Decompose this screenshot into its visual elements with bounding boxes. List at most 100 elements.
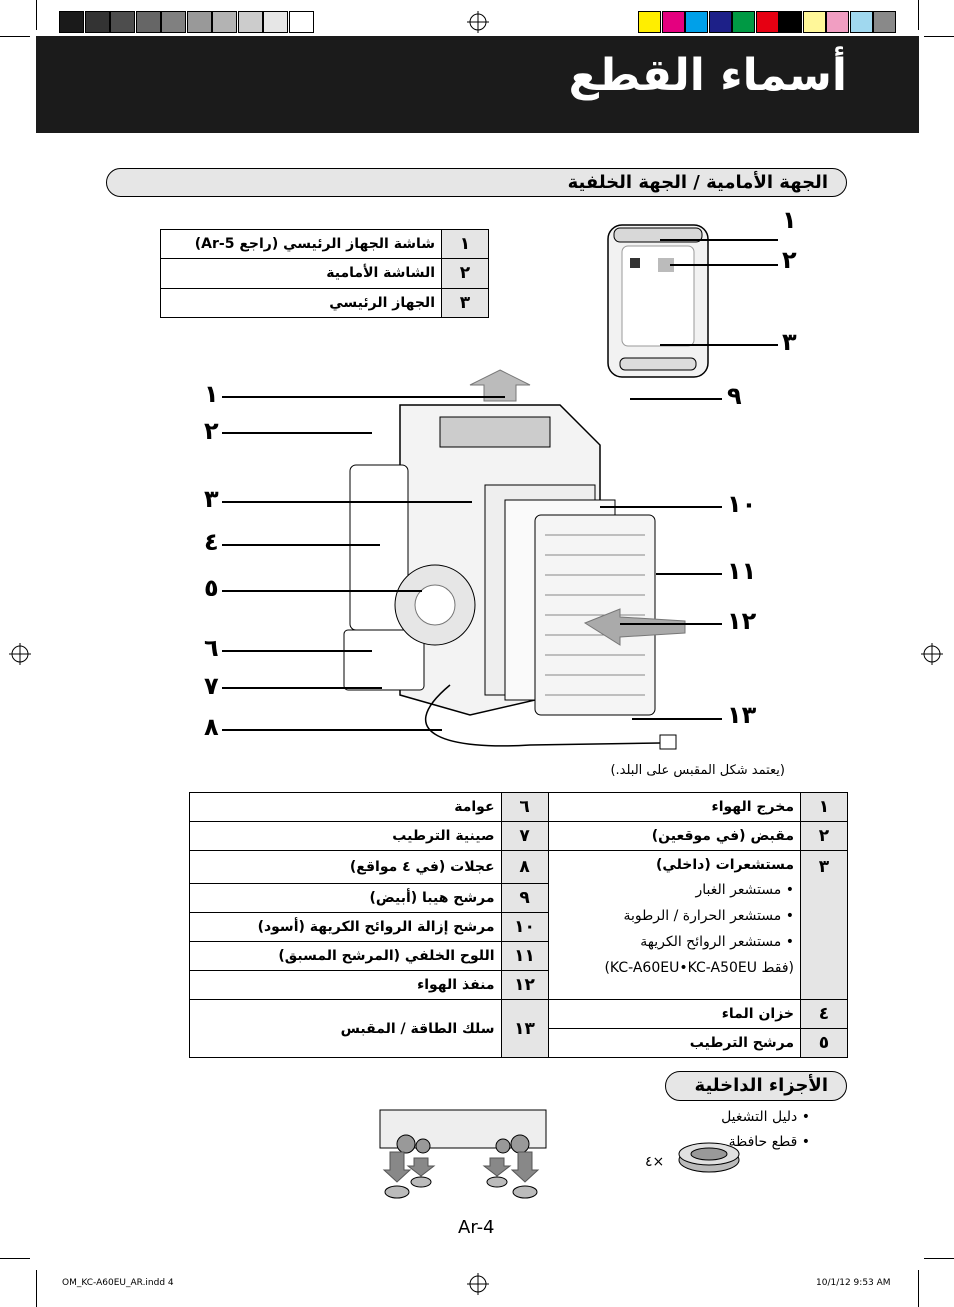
part-label: مستشعرات (داخلي) <box>656 857 794 873</box>
part-number: ٤ <box>800 999 848 1029</box>
callout-number: ١١ <box>727 557 757 585</box>
part-label: اللوح الخلفي (المرشح المسبق) <box>189 941 502 971</box>
front-part-number: ٣ <box>441 287 489 319</box>
part-number: ٩ <box>500 883 549 913</box>
part-label: عوامة <box>189 792 502 822</box>
part-number: ٨ <box>500 850 549 884</box>
gray-swatch <box>110 11 135 33</box>
part-number: ١٢ <box>500 970 549 1000</box>
color-swatch <box>638 11 661 33</box>
part-number: ٧ <box>500 821 549 851</box>
table-row: مرشح هيبا (أبيض) ٩ <box>189 883 848 913</box>
callout-number: ٥ <box>204 574 219 602</box>
gray-swatch <box>135 11 161 33</box>
gray-swatch <box>237 11 263 33</box>
plug-shape-note: (يعتمد شكل المقبس على البلد.) <box>610 763 785 778</box>
gray-swatch <box>161 11 186 33</box>
page-title: أسماء القطع <box>568 50 847 101</box>
part-number: ١١ <box>500 941 549 971</box>
part-label: مقبض (في موقعين) <box>547 821 802 851</box>
callout-number: ٦ <box>204 634 219 662</box>
part-label: صينية الترطيب <box>189 821 502 851</box>
color-swatch <box>732 11 755 33</box>
part-label: مرشح إزالة الروائح الكريهة (أسود) <box>189 912 502 942</box>
gray-swatch <box>212 11 237 33</box>
color-swatch <box>826 11 849 33</box>
sensor-item: • مستشعر الغبار <box>695 882 795 898</box>
section-heading-accessories: الأجزاء الداخلية <box>665 1071 847 1101</box>
table-row: الشاشة الأمامية ٢ <box>160 258 489 289</box>
table-row: سلك الطاقة / المقبس ١٣ خزان الماء ٤ <box>189 999 848 1058</box>
part-label: منفذ الهواء <box>189 970 502 1000</box>
table-row: عجلات (في ٤ مواقع) ٨ مستشعرات (داخلي) • … <box>189 850 848 1000</box>
part-label: خزان الماء <box>547 999 802 1029</box>
parts-table: عوامة ٦ مخرج الهواء ١ صينية الترطيب ٧ مق… <box>189 792 848 1058</box>
callout-number: ١٣ <box>727 701 757 729</box>
accessory-quantity: ٤× <box>645 1154 665 1170</box>
callout-number: ١٠ <box>727 490 757 518</box>
color-swatch <box>755 11 779 33</box>
table-row: عوامة ٦ مخرج الهواء ١ <box>189 792 848 822</box>
title-banner: أسماء القطع <box>36 36 919 133</box>
front-parts-table: شاشة الجهاز الرئيسي (راجع Ar-5) ١ الشاشة… <box>160 228 489 319</box>
part-label: عجلات (في ٤ مواقع) <box>189 850 502 884</box>
table-row: منفذ الهواء ١٢ <box>189 970 848 1000</box>
callout-number: ٣ <box>782 328 797 356</box>
part-number: ١٣ <box>500 999 549 1058</box>
part-number: ٦ <box>500 792 549 822</box>
color-swatch <box>708 11 732 33</box>
callout-number: ٢ <box>204 417 219 445</box>
sensors-cell: مستشعرات (داخلي) • مستشعر الغبار • مستشع… <box>547 850 802 1000</box>
front-part-number: ٢ <box>441 258 489 289</box>
gray-swatch <box>263 11 288 33</box>
callout-number: ٩ <box>727 382 742 410</box>
registration-mark-icon <box>467 1273 489 1295</box>
caster-cap-installation-illustration <box>379 1109 547 1199</box>
callout-number: ١ <box>782 206 797 234</box>
color-swatch <box>661 11 685 33</box>
callout-number: ٧ <box>204 672 219 700</box>
color-swatch <box>779 11 802 33</box>
part-number: ١ <box>800 792 848 822</box>
callout-number: ٢ <box>782 246 797 274</box>
table-row: صينية الترطيب ٧ مقبض (في موقعين) ٢ <box>189 821 848 851</box>
exploded-view-illustration <box>343 369 686 750</box>
section-heading-text: الأجزاء الداخلية <box>694 1075 828 1096</box>
front-part-number: ١ <box>441 228 489 260</box>
part-label: مرشح الترطيب <box>547 1028 802 1058</box>
footer-date: 10/1/12 9:53 AM <box>816 1278 891 1288</box>
callout-number: ٤ <box>204 528 219 556</box>
table-row: مرشح الترطيب ٥ <box>190 1028 848 1058</box>
callout-number: ٣ <box>204 485 219 513</box>
gray-swatch <box>288 11 314 33</box>
gray-swatch <box>84 11 110 33</box>
table-row: الجهاز الرئيسي ٣ <box>160 287 489 319</box>
page-number: Ar-4 <box>458 1217 495 1238</box>
part-number: ٢ <box>800 821 848 851</box>
part-label: مخرج الهواء <box>547 792 802 822</box>
section-heading-front-back: الجهة الأمامية / الجهة الخلفية <box>106 168 847 197</box>
callout-number: ١٢ <box>727 607 757 635</box>
sensor-item: • مستشعر الروائح الكريهة <box>640 934 794 950</box>
gray-swatch <box>59 11 84 33</box>
part-label: مرشح هيبا (أبيض) <box>189 883 502 913</box>
section-heading-text: الجهة الأمامية / الجهة الخلفية <box>567 172 828 193</box>
front-part-label: الجهاز الرئيسي <box>160 287 442 319</box>
registration-mark-icon <box>9 643 31 665</box>
table-row: اللوح الخلفي (المرشح المسبق) ١١ <box>189 941 848 971</box>
accessory-item: • قطع حافظة <box>728 1134 810 1150</box>
part-label: سلك الطاقة / المقبس <box>189 999 502 1058</box>
color-swatch <box>849 11 873 33</box>
footer-file-name: OM_KC-A60EU_AR.indd 4 <box>62 1278 174 1288</box>
caster-cap-icon <box>678 1142 740 1173</box>
color-swatch <box>802 11 826 33</box>
part-number: ٥ <box>800 1028 848 1058</box>
registration-mark-icon <box>921 643 943 665</box>
part-number: ٣ <box>800 850 848 1000</box>
front-unit-illustration <box>607 224 709 378</box>
front-part-label: الشاشة الأمامية <box>160 258 442 289</box>
registration-mark-icon <box>467 11 489 33</box>
sensor-item: (فقط KC-A60EU•KC-A50EU) <box>604 960 794 976</box>
callout-number: ١ <box>204 380 219 408</box>
color-swatch <box>685 11 708 33</box>
